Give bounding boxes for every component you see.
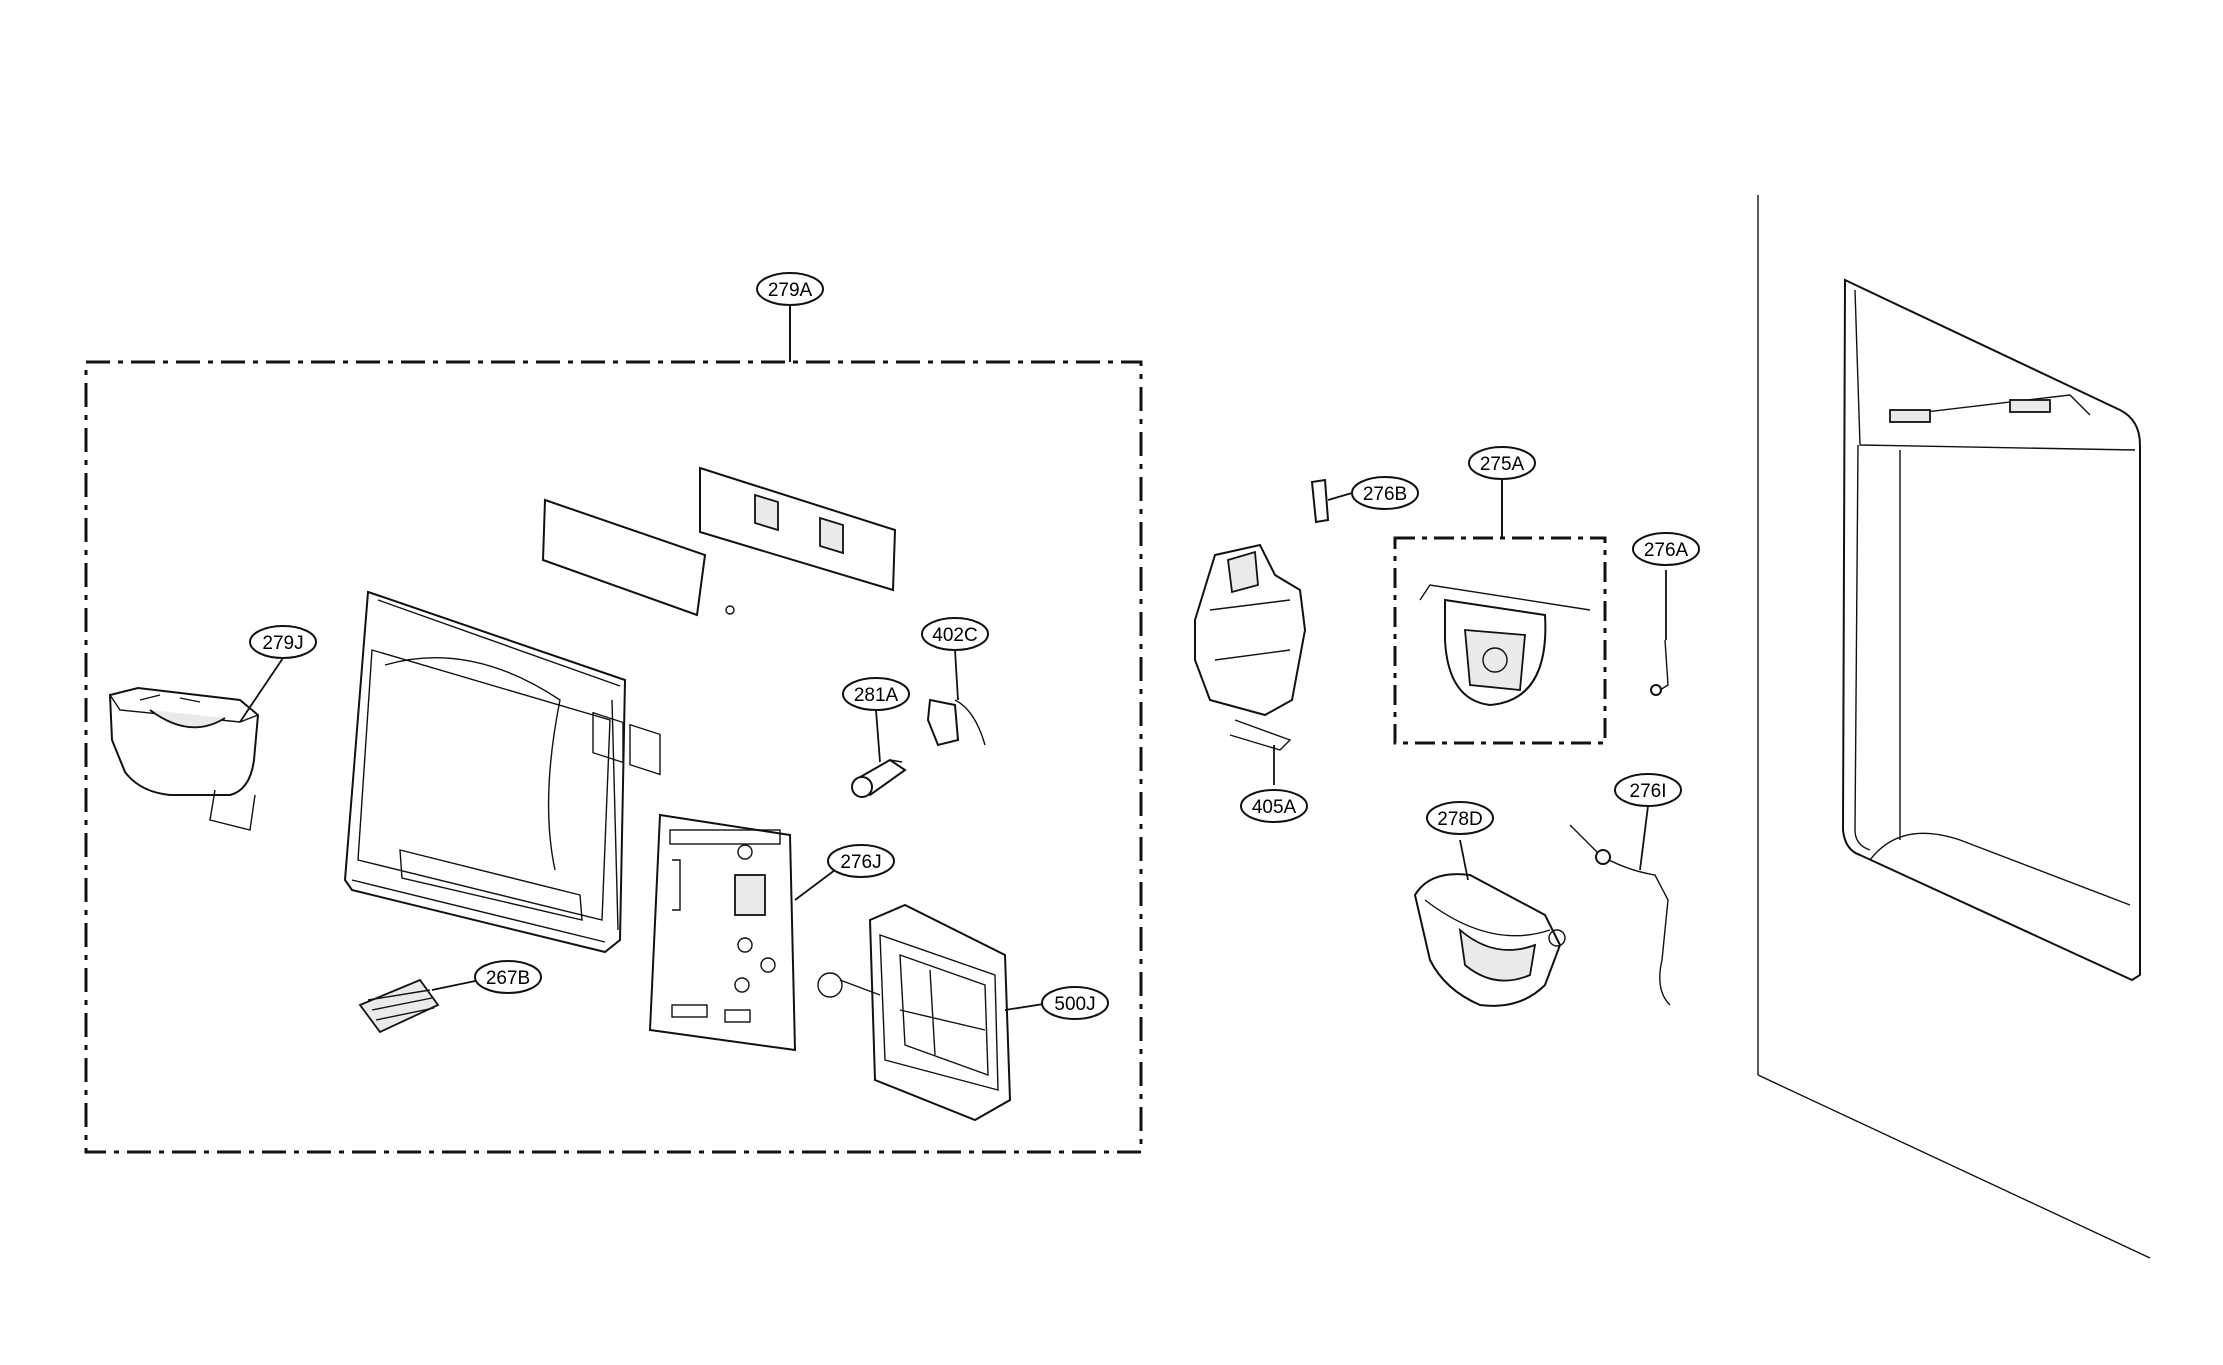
leader-402c [954,649,959,701]
callout-278d: 278D [1426,801,1494,835]
assembly-275a-boundary [1393,536,1607,745]
callout-279j-label: 279J [262,633,303,654]
callout-267b-label: 267B [486,968,530,989]
part-276j-illustration [648,813,797,1052]
callout-500j-label: 500J [1054,994,1095,1015]
control-panel-illustration [541,466,897,776]
callout-276a: 276A [1632,532,1700,566]
callout-276i: 276I [1614,773,1682,807]
callout-276b: 276B [1351,476,1419,510]
callout-278d-label: 278D [1437,809,1482,830]
callout-276b-label: 276B [1363,484,1407,505]
dispenser-frame-illustration [343,590,627,954]
callout-275a: 275A [1468,446,1536,480]
part-276a-illustration [1650,639,1669,696]
callout-276a-label: 276A [1644,540,1689,561]
part-276b-illustration [1310,478,1330,524]
leader-267b [431,979,481,991]
assembly-279a-boundary [84,360,1143,1154]
part-405a-illustration [1194,543,1307,751]
leader-281a [875,709,881,763]
leader-276j [794,869,836,901]
callout-276j: 276J [827,844,895,878]
callouts: 279A 279J 402C 281A 276J 267B 500J 276B [249,272,1700,1020]
callout-405a-label: 405A [1252,797,1297,818]
part-281a-illustration [851,758,907,798]
part-275a-illustration [1419,584,1591,707]
leader-276i [1639,805,1649,871]
part-276i-illustration [1569,824,1671,1006]
callout-402c-label: 402C [932,625,977,646]
callout-276i-label: 276I [1630,781,1667,802]
callout-281a: 281A [842,677,910,711]
callout-402c: 402C [921,617,989,651]
callout-279j: 279J [249,625,317,659]
part-500j-illustration [817,903,1012,1122]
leader-279j [239,657,284,723]
callout-275a-label: 275A [1480,454,1525,475]
part-402c-illustration [926,698,986,747]
leader-276b [1327,492,1353,501]
callout-279a: 279A [756,272,824,306]
part-279j-illustration [108,686,260,831]
door-liner-illustration [1757,195,2151,1259]
leader-278d [1459,839,1469,881]
part-278d-illustration [1413,873,1566,1007]
part-267b-illustration [358,978,440,1034]
callout-281a-label: 281A [854,685,899,706]
callout-279a-label: 279A [768,280,813,301]
callout-500j: 500J [1041,986,1109,1020]
callout-267b: 267B [474,960,542,994]
callout-405a: 405A [1240,789,1308,823]
callout-276j-label: 276J [840,852,881,873]
